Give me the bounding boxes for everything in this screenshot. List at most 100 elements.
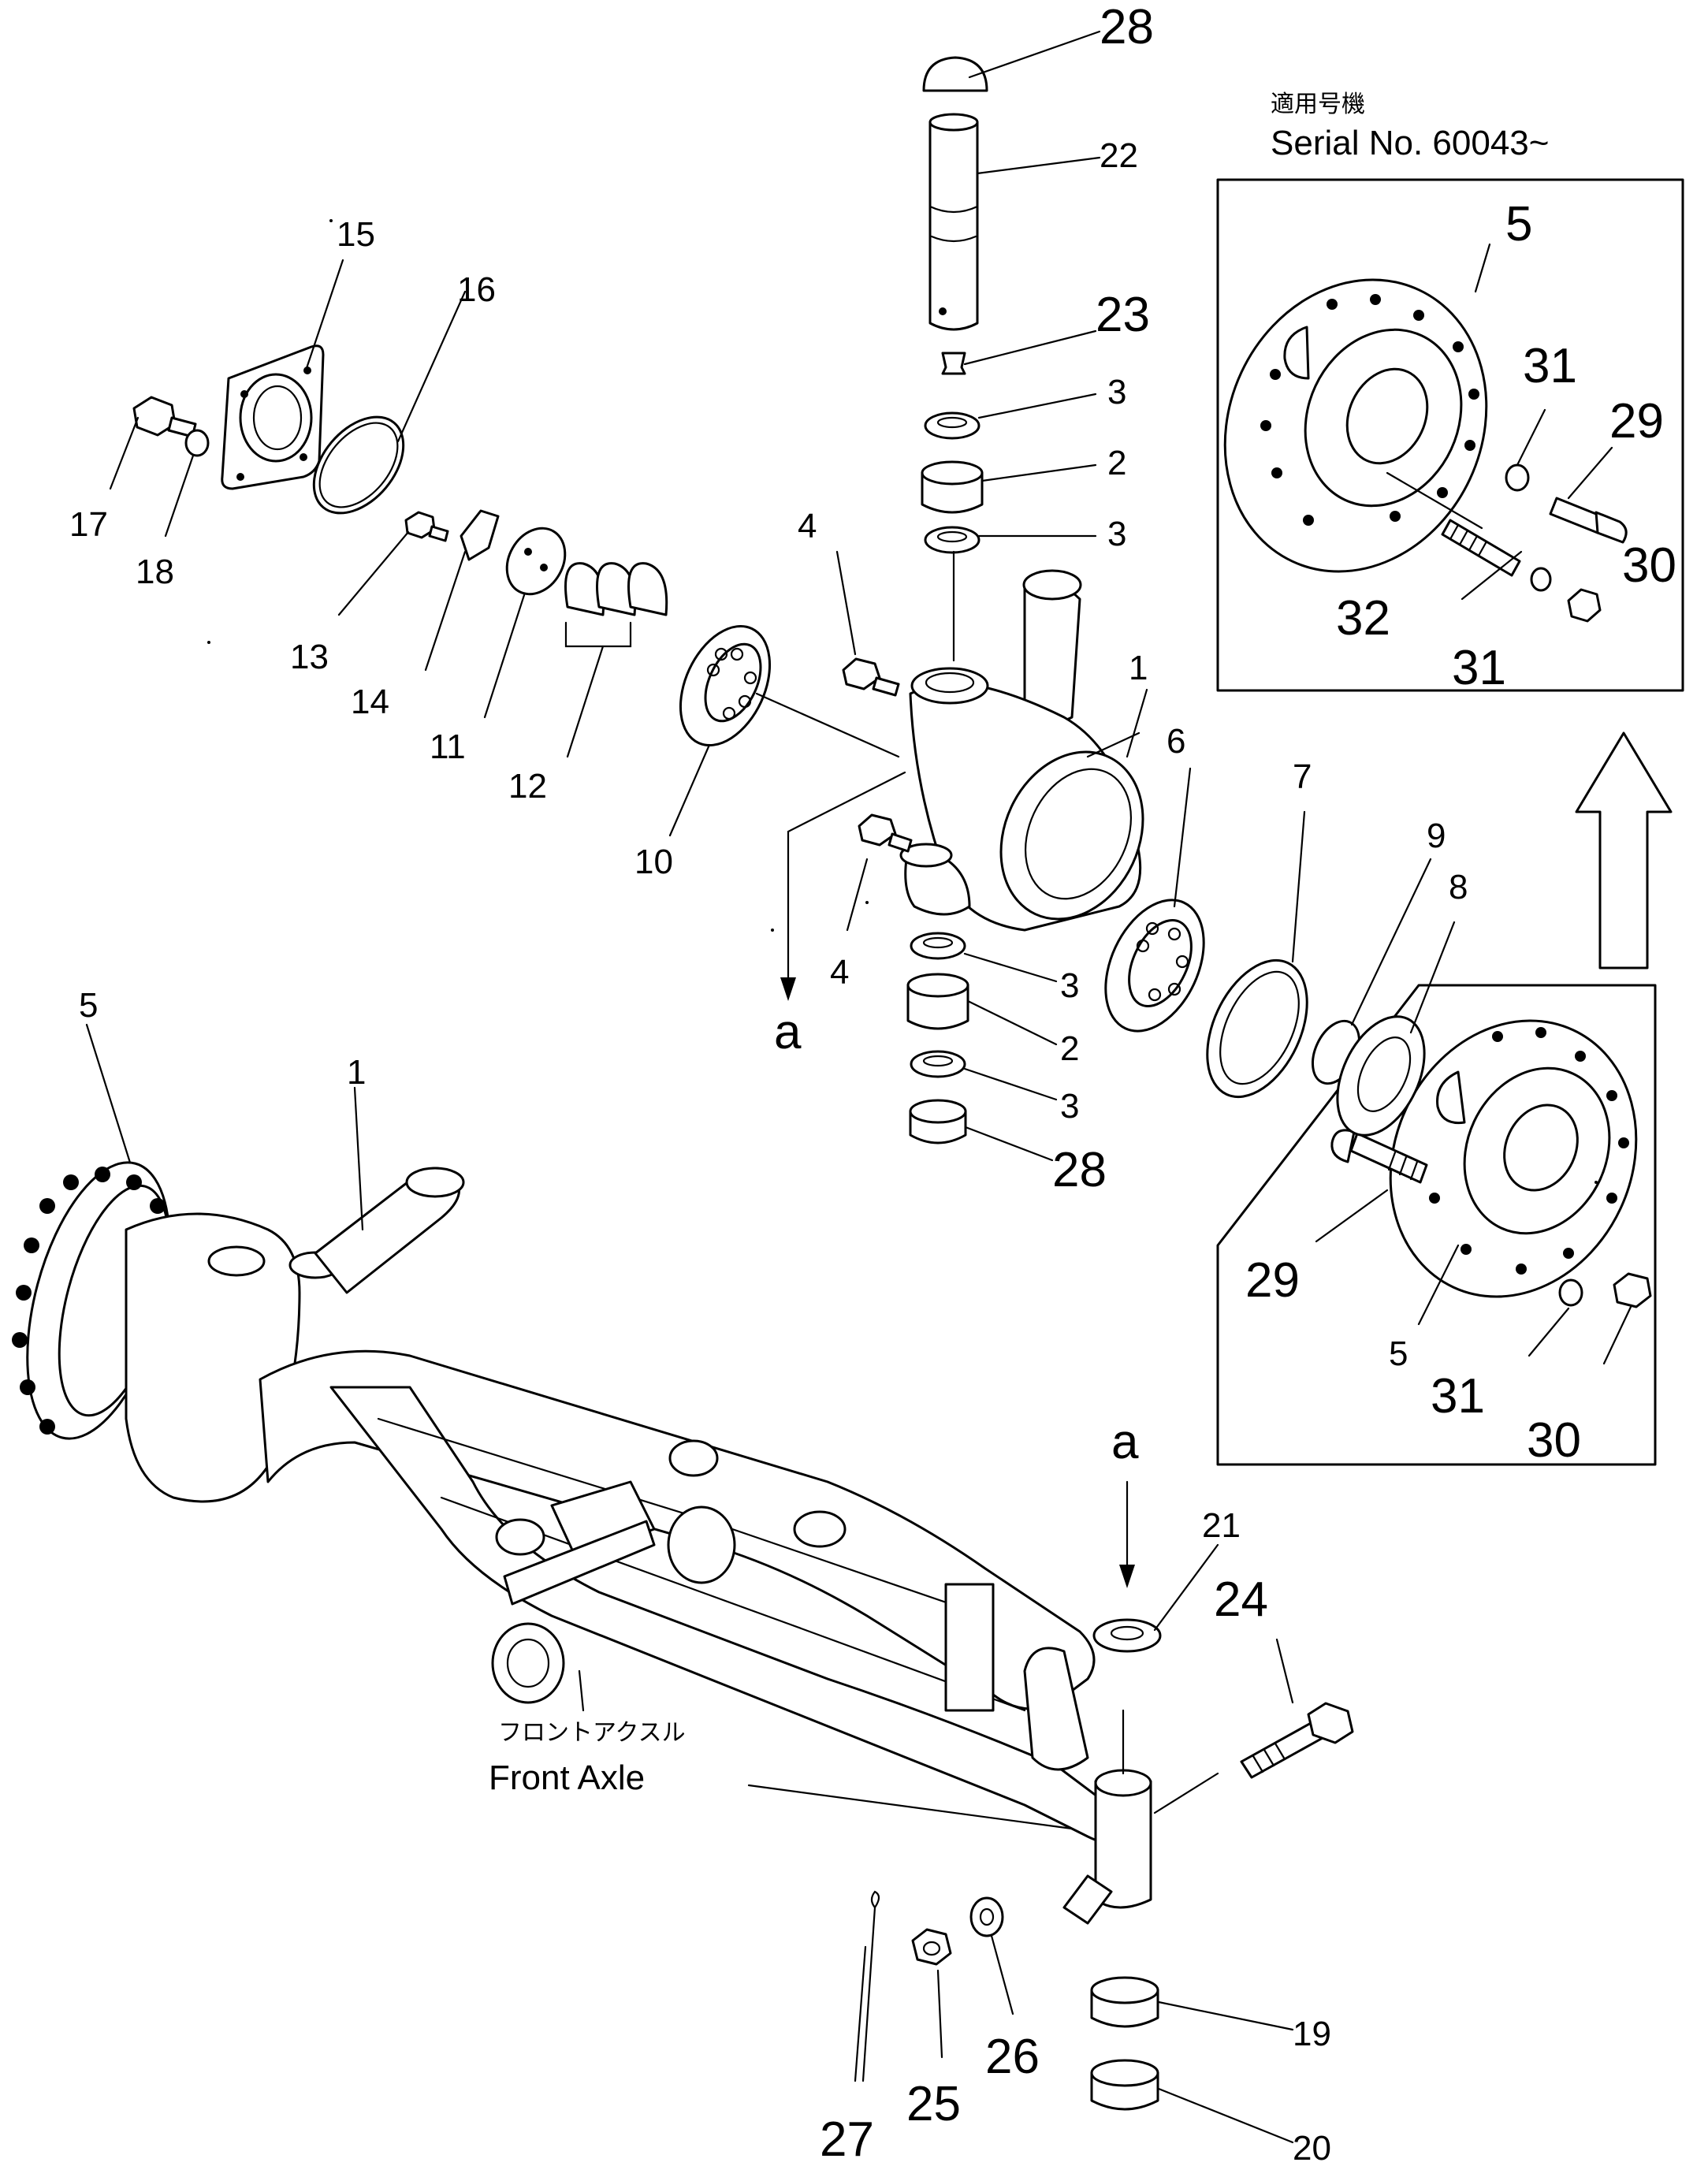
steering-knuckle-1: 1: [899, 569, 1148, 932]
grease-fitting-4-upper: [842, 657, 900, 697]
lower-nut-30: [1613, 1272, 1652, 1308]
bearing-6: [1104, 899, 1205, 1033]
shims-12: [564, 562, 668, 616]
caption-en: Front Axle: [489, 1758, 645, 1797]
cover-15: [221, 344, 325, 490]
lower-washer-31: [1558, 1278, 1583, 1307]
label-4-top: 4: [798, 507, 817, 545]
grease-23: [941, 352, 966, 375]
washer-21: [1092, 1618, 1162, 1653]
label-28-top: 28: [1100, 0, 1154, 54]
label-1-top: 1: [1129, 649, 1148, 687]
reference-arrow-a-upper: a: [774, 771, 906, 1059]
label-11: 11: [430, 728, 466, 766]
lower-bolt-29: [1330, 1129, 1428, 1184]
seal-7: [1206, 958, 1308, 1099]
kingpin-22: [928, 113, 979, 331]
label-28-bottom: 28: [1052, 1143, 1107, 1197]
bushing-2-b: [906, 973, 969, 1030]
label-a-bottom: a: [1111, 1415, 1139, 1469]
label-22: 22: [1100, 136, 1138, 175]
label-32-inset: 32: [1336, 591, 1390, 646]
inset-serial-box: 適用号機 Serial No. 60043~: [1216, 91, 1684, 695]
bolt-17: [132, 396, 197, 438]
label-14: 14: [351, 683, 389, 721]
inset-title-jp: 適用号機: [1271, 91, 1365, 118]
lower-hub-box: 29 5 31 30: [1216, 984, 1657, 1468]
reference-up-arrow: [1575, 731, 1673, 969]
label-29-lower: 29: [1245, 1253, 1300, 1308]
bushing-2-a: [921, 460, 984, 514]
washer-18: [184, 429, 210, 457]
cap-28-bottom: [909, 1099, 967, 1144]
label-7: 7: [1293, 757, 1312, 796]
label-13: 13: [290, 638, 329, 676]
seal-3-b: [924, 526, 981, 554]
label-2-b: 2: [1060, 1029, 1079, 1068]
lock-plate-14: [460, 509, 500, 561]
label-16: 16: [457, 270, 496, 309]
label-30-lower: 30: [1527, 1413, 1581, 1468]
inset-washer-31b: [1530, 567, 1552, 592]
kingpin-lower-stack: 3 2 3 28: [906, 932, 1107, 1197]
label-30-inset: 30: [1622, 538, 1676, 593]
label-18: 18: [136, 553, 174, 591]
label-20: 20: [1293, 2129, 1331, 2166]
bolt-24: [1240, 1702, 1354, 1779]
plate-11: [505, 527, 567, 596]
label-24: 24: [1214, 1572, 1268, 1627]
seal-3-c: [910, 932, 966, 960]
cap-28-top: [922, 56, 988, 92]
left-exploded-parts: 15 16 17 18 13 14 11 12 10: [69, 215, 900, 881]
caption-jp: フロントアクスル: [498, 1719, 686, 1747]
label-5-left: 5: [79, 986, 98, 1025]
grease-fitting-4-lower: [858, 813, 913, 853]
label-31-inset-a: 31: [1523, 339, 1577, 393]
inset-washer-31: [1505, 463, 1530, 492]
seal-3-a: [924, 411, 981, 440]
label-29-inset: 29: [1609, 394, 1664, 448]
label-4-bottom: 4: [830, 953, 849, 992]
o-ring-16: [312, 415, 405, 515]
inset-bolt-29: [1549, 497, 1628, 544]
label-27: 27: [820, 2112, 874, 2166]
label-3-a: 3: [1107, 373, 1126, 411]
label-12: 12: [508, 767, 547, 806]
label-3-d: 3: [1060, 1087, 1079, 1126]
seal-8: [1336, 1015, 1426, 1137]
label-23: 23: [1096, 288, 1150, 342]
inset-stud-32: [1441, 519, 1521, 577]
label-31-lower: 31: [1431, 1369, 1485, 1424]
nut-25: [911, 1928, 952, 1966]
label-26: 26: [985, 2030, 1040, 2084]
front-axle-assembly: 5 1: [12, 986, 1219, 1925]
label-3-c: 3: [1060, 966, 1079, 1005]
label-5-lower: 5: [1389, 1334, 1408, 1373]
seal-3-d: [910, 1050, 966, 1078]
label-2-a: 2: [1107, 444, 1126, 482]
inset-wheel-hub: [1223, 278, 1488, 573]
label-17: 17: [69, 505, 108, 544]
inset-nut-30: [1567, 588, 1602, 623]
label-10: 10: [634, 843, 673, 881]
label-8: 8: [1449, 868, 1468, 906]
kingpin-stack: 28 22 23 3 2 3: [921, 0, 1154, 662]
bushing-20: [1090, 2059, 1159, 2111]
cotter-pin-27: [861, 1890, 880, 2082]
inset-serial-text: Serial No. 60043~: [1271, 124, 1549, 162]
lower-wheel-hub: [1389, 1019, 1638, 1298]
label-9: 9: [1427, 817, 1446, 855]
washer-26: [969, 1896, 1004, 1937]
bearing-10: [679, 624, 772, 747]
label-5-inset: 5: [1505, 197, 1532, 251]
label-1-left: 1: [347, 1053, 366, 1092]
label-21: 21: [1202, 1506, 1241, 1545]
label-15: 15: [337, 215, 375, 254]
label-25: 25: [906, 2077, 961, 2131]
pivot-hardware: a 21 24 19 20: [820, 1415, 1354, 2166]
bolt-13: [404, 511, 449, 542]
label-31-inset-b: 31: [1452, 641, 1506, 695]
bushing-19: [1090, 1976, 1159, 2028]
